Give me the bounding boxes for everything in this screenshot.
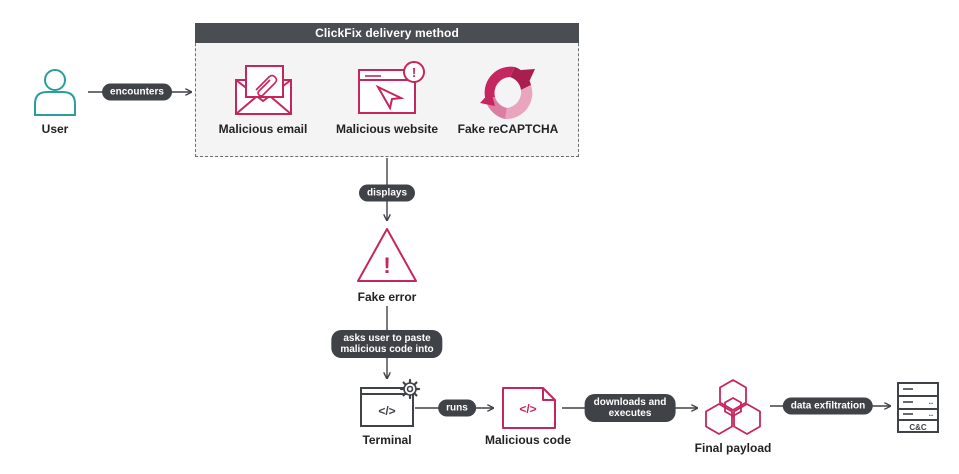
connectors	[88, 92, 890, 408]
edge-label-asks-line2: malicious code into	[340, 344, 434, 355]
warning-triangle-icon	[357, 228, 417, 282]
edge-label-downloads-line1: downloads and	[593, 397, 667, 408]
envelope-icon	[235, 65, 292, 115]
group-title: ClickFix delivery method	[195, 23, 579, 43]
final-payload-label: Final payload	[694, 441, 772, 455]
edge-label-exfiltration: data exfiltration	[782, 397, 874, 415]
browser-cursor-icon	[358, 61, 425, 114]
terminal-label: Terminal	[362, 433, 412, 447]
recaptcha-icon	[480, 66, 535, 120]
server-status-dots: ..	[929, 397, 933, 406]
user-icon	[34, 69, 76, 116]
gear-icon	[399, 378, 421, 400]
server-status-dots: ..	[929, 409, 933, 418]
fake-recaptcha-label: Fake reCAPTCHA	[457, 122, 559, 136]
website-alert-icon: !	[412, 65, 416, 80]
edge-label-displays: displays	[358, 184, 416, 202]
malicious-email-label: Malicious email	[218, 122, 308, 136]
edge-label-encounters: encounters	[102, 83, 172, 101]
user-label: User	[41, 122, 69, 136]
terminal-code-icon: </>	[378, 404, 395, 418]
warning-exclamation-icon: !	[383, 253, 390, 278]
server-icon	[897, 382, 939, 433]
edge-label-downloads: downloads and executes	[584, 394, 676, 422]
edge-label-downloads-line2: executes	[608, 408, 652, 419]
cc-label: C&C	[909, 423, 927, 432]
document-code-icon: </>	[519, 402, 536, 416]
edge-label-asks-line1: asks user to paste	[343, 333, 431, 344]
malicious-code-label: Malicious code	[484, 433, 572, 447]
payload-hexagons-icon	[705, 379, 761, 435]
edge-label-runs: runs	[438, 399, 476, 417]
fake-error-label: Fake error	[357, 290, 417, 304]
code-document-icon	[502, 387, 556, 429]
edge-label-asks-user: asks user to paste malicious code into	[331, 330, 443, 358]
malicious-website-label: Malicious website	[335, 122, 439, 136]
